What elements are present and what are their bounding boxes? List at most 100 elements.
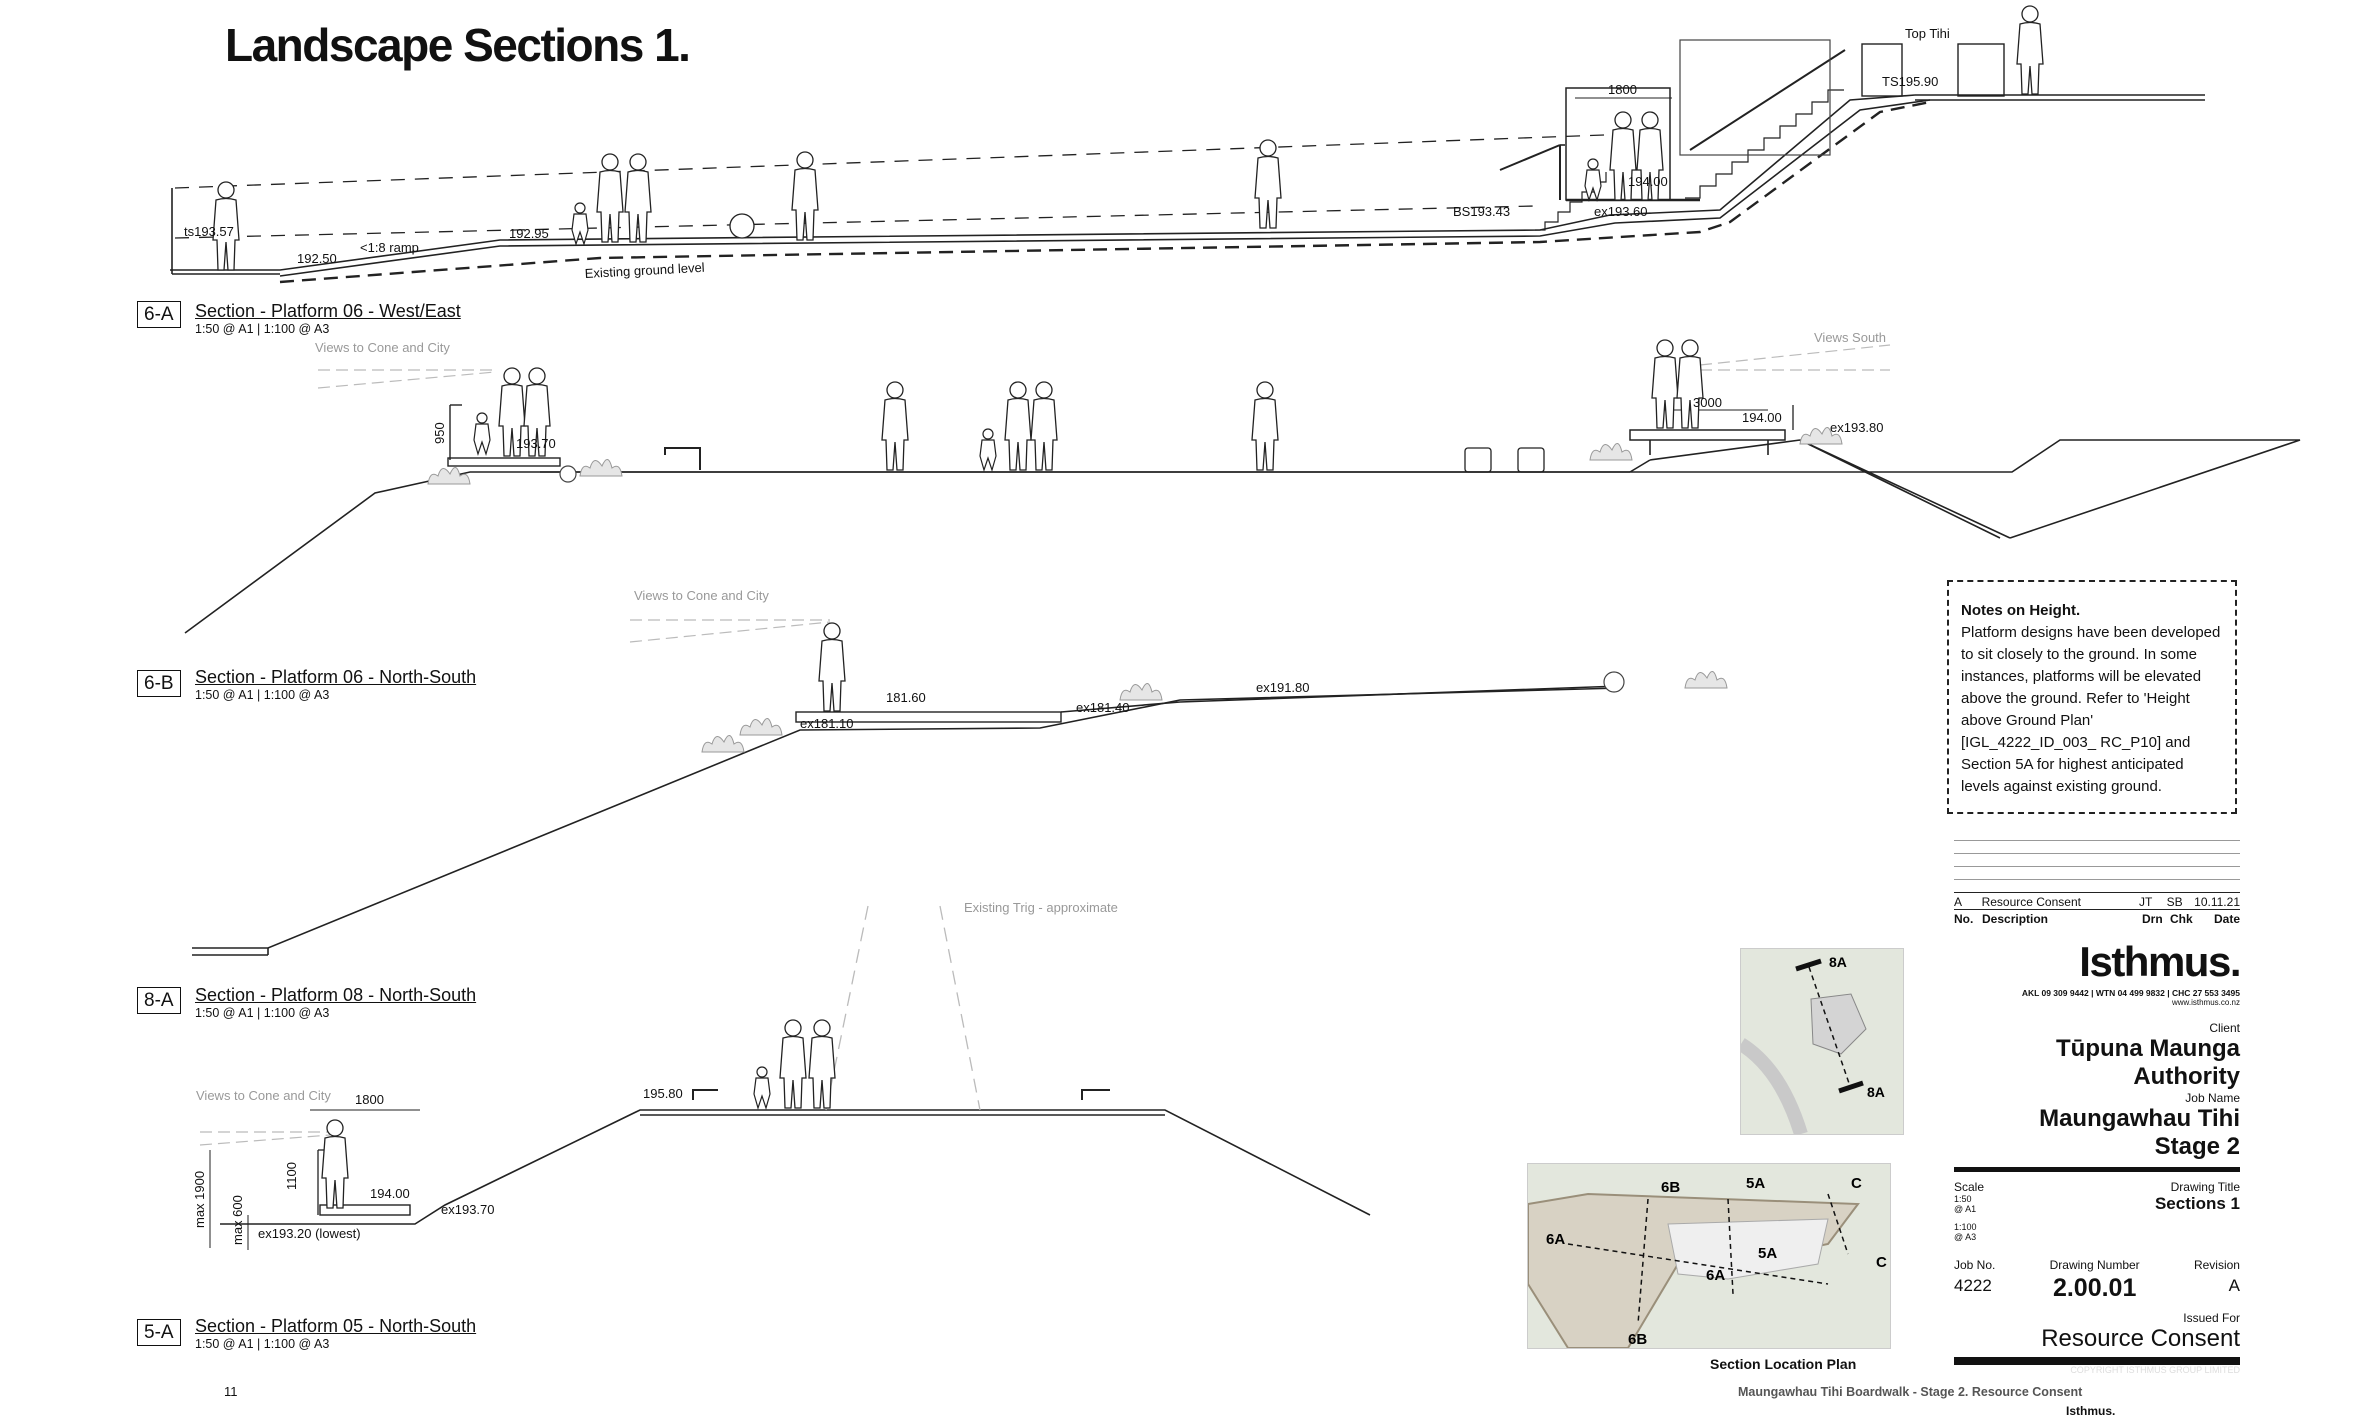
keyplan-main: 6B 5A C 5A 6A 6A C 6B — [1527, 1163, 1891, 1349]
level-label: 194.00 — [1742, 410, 1782, 425]
level-label: 195.80 — [643, 1086, 683, 1101]
numbers-row: Job No. 4222 Drawing Number 2.00.01 Revi… — [1954, 1258, 2240, 1303]
level-label: ex193.20 (lowest) — [258, 1226, 361, 1241]
height-dimension: 1100 — [284, 1162, 299, 1190]
section-6a-figures — [212, 5, 2044, 271]
rev-chk: SB — [2166, 895, 2183, 909]
section-5a-figures — [321, 1019, 836, 1209]
views-label: Views to Cone and City — [315, 340, 450, 355]
level-label: 194.00 — [1628, 174, 1668, 189]
trig-label: Existing Trig - approximate — [964, 900, 1118, 915]
level-label: BS193.43 — [1453, 204, 1510, 219]
section-tag: 6-A — [137, 301, 181, 328]
web-line: www.isthmus.co.nz — [2171, 998, 2240, 1007]
ramp-label: <1:8 ramp — [360, 240, 419, 255]
rev-drn: JT — [2139, 895, 2153, 909]
revision-row: A Resource Consent JT SB 10.11.21 — [1954, 892, 2240, 909]
scale-a3: 1:100 — [1954, 1222, 1977, 1232]
job-no: 4222 — [1954, 1276, 1992, 1295]
level-label: ex193.70 — [441, 1202, 495, 1217]
rev-header-drn: Drn — [2142, 912, 2163, 926]
keyplan-label: 5A — [1746, 1175, 1765, 1192]
revision-header: No. Description Drn Chk Date — [1954, 909, 2240, 926]
client-name-line1: Tūpuna Maunga — [2056, 1035, 2240, 1062]
footer-brand: Isthmus. — [2066, 1404, 2116, 1418]
height-dimension: max 1900 — [192, 1171, 207, 1228]
section-6b-labels: Views to Cone and City 950 193.70 Views … — [315, 330, 1886, 451]
revision-label: Revision — [2193, 1258, 2240, 1272]
drawing-title-label: Drawing Title — [2170, 1180, 2240, 1194]
client-label: Client — [2209, 1021, 2240, 1035]
page-number: 11 — [224, 1384, 238, 1399]
keyplan-8a-graphic: 8A 8A — [1737, 949, 1903, 1137]
job-label: Job Name — [2185, 1091, 2240, 1105]
keyplan-8a: 8A 8A — [1737, 948, 1904, 1137]
section-5a-drawing — [199, 905, 1371, 1250]
level-label: ex191.80 — [1256, 680, 1310, 695]
level-label: 192.95 — [509, 226, 549, 241]
contact-line: AKL 09 309 9442 | WTN 04 499 9832 | CHC … — [2021, 988, 2240, 998]
keyplan-label: 6A — [1706, 1267, 1725, 1284]
section-8a-drawing — [192, 619, 1621, 956]
section-6a-drawing — [170, 39, 2205, 284]
keyplan-label: 5A — [1758, 1245, 1777, 1262]
section-6b-drawing — [184, 344, 2301, 634]
section-heading: Section - Platform 05 - North-South 1:50… — [195, 1316, 476, 1351]
rev-desc: Resource Consent — [1981, 895, 2081, 909]
section-scale: 1:50 @ A1 | 1:100 @ A3 — [195, 322, 330, 336]
section-scale: 1:50 @ A1 | 1:100 @ A3 — [195, 1337, 330, 1351]
views-label: Views to Cone and City — [634, 588, 769, 603]
keyplan-label: 8A — [1867, 1084, 1885, 1100]
level-label: ex193.60 — [1594, 204, 1648, 219]
rev-header-date: Date — [2213, 912, 2240, 926]
section-label-5a: 5-A — [137, 1319, 181, 1346]
section-title: Section - Platform 06 - West/East — [195, 301, 461, 321]
scale-label: Scale — [1954, 1180, 1985, 1194]
section-heading: Section - Platform 06 - North-South 1:50… — [195, 667, 476, 702]
level-label: ts193.57 — [184, 224, 234, 239]
section-6b-figures — [427, 339, 1843, 485]
job-no-label: Job No. — [1954, 1258, 1996, 1272]
height-dimension: max 600 — [230, 1195, 245, 1245]
scale-title-row: Scale 1:50 @ A1 1:100 @ A3 Drawing Title… — [1954, 1180, 2240, 1242]
level-label: 192.50 — [297, 251, 337, 266]
job-name-line2: Stage 2 — [2154, 1133, 2240, 1160]
notes-on-height: Notes on Height. Platform designs have b… — [1947, 580, 2237, 814]
level-label: ex181.40 — [1076, 700, 1130, 715]
section-title: Section - Platform 05 - North-South — [195, 1316, 477, 1336]
section-heading: Section - Platform 06 - West/East 1:50 @… — [195, 301, 461, 336]
level-label: ex181.10 — [800, 716, 854, 731]
rev-no: A — [1954, 895, 1963, 909]
section-tag: 6-B — [137, 670, 181, 697]
job-name-line1: Maungawhau Tihi — [2039, 1105, 2240, 1132]
section-label-8a: 8-A — [137, 987, 181, 1014]
section-tag: 5-A — [137, 1319, 181, 1346]
section-8a-labels: Views to Cone and City 181.60 ex181.10 e… — [634, 588, 1310, 731]
revision-table: A Resource Consent JT SB 10.11.21 No. De… — [1954, 840, 2240, 926]
rev-header-desc: Description — [1982, 912, 2049, 926]
dimension-label: 1800 — [355, 1092, 384, 1107]
section-title: Section - Platform 06 - North-South — [195, 667, 477, 687]
isthmus-logo: Isthmus. — [2079, 938, 2241, 985]
height-dimension: 950 — [432, 422, 447, 444]
title-block: Isthmus. AKL 09 309 9442 | WTN 04 499 98… — [1954, 938, 2242, 1375]
level-label: TS195.90 — [1882, 74, 1938, 89]
keyplan-label: 8A — [1829, 954, 1847, 970]
drawing-number: 2.00.01 — [2052, 1274, 2137, 1302]
section-scale: 1:50 @ A1 | 1:100 @ A3 — [195, 1006, 330, 1020]
page-title: Landscape Sections 1. — [225, 19, 691, 71]
section-5a-labels: Existing Trig - approximate 195.80 Views… — [192, 900, 1118, 1245]
section-label-6a: 6-A — [137, 301, 181, 328]
client-name-line2: Authority — [2133, 1063, 2240, 1090]
views-label: Views to Cone and City — [196, 1088, 331, 1103]
notes-body: Platform designs have been developed to … — [1961, 624, 2221, 795]
scale-a1: 1:50 — [1954, 1194, 1972, 1204]
scale-a3-suffix: @ A3 — [1954, 1232, 1977, 1242]
footer-caption: Maungawhau Tihi Boardwalk - Stage 2. Res… — [1738, 1385, 2083, 1399]
drawing-number-label: Drawing Number — [2049, 1258, 2140, 1272]
existing-ground-label: Existing ground level — [584, 260, 705, 281]
notes-heading: Notes on Height. — [1961, 602, 2081, 619]
keyplan-label: 6A — [1546, 1231, 1565, 1248]
section-label-6b: 6-B — [137, 670, 181, 697]
section-scale: 1:50 @ A1 | 1:100 @ A3 — [195, 688, 330, 702]
